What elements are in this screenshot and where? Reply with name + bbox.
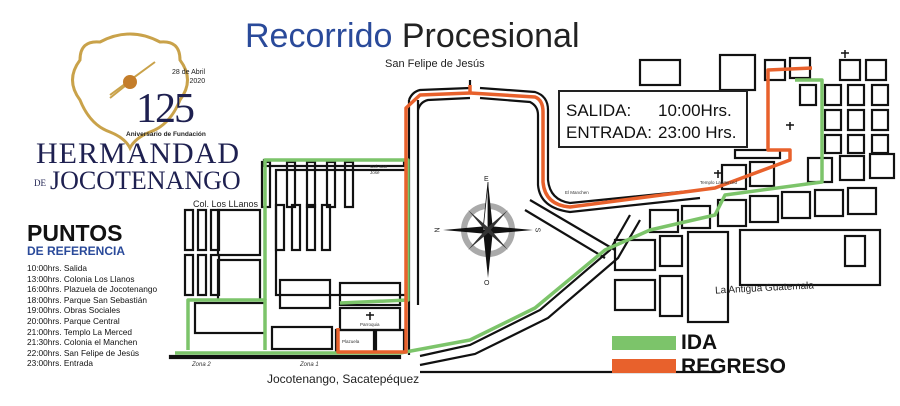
salida-time: 10:00Hrs. — [658, 101, 732, 120]
logo-number: 125 — [136, 86, 195, 132]
schedule-box: SALIDA: 10:00Hrs. ENTRADA: 23:00 Hrs. — [558, 90, 748, 148]
puntos-heading: PUNTOS — [27, 220, 123, 246]
label-el-manchen: El Manchen — [565, 190, 589, 195]
list-item: 16:00hrs. Plazuela de Jocotenango — [27, 284, 158, 295]
list-item: 22:00hrs. San Felipe de Jesús — [27, 347, 140, 358]
east-grid — [613, 53, 896, 324]
entrada-label: ENTRADA: — [566, 123, 652, 142]
church-icons — [366, 50, 849, 320]
list-item: 23:00hrs. Entrada — [27, 358, 93, 369]
compass-e: S — [533, 227, 541, 233]
route-ida — [175, 78, 824, 355]
list-item: 21:30hrs. Colonia el Manchen — [27, 337, 138, 348]
label-san-felipe: San Felipe de Jesús — [385, 58, 485, 70]
logo-de: DE — [34, 178, 46, 188]
list-item: 21:00hrs. Templo La Merced — [27, 326, 132, 337]
logo-name-1: HERMANDAD — [36, 137, 240, 170]
list-item: 19:00hrs. Obras Sociales — [27, 305, 121, 316]
title-part2: Procesional — [401, 17, 580, 55]
legend-ida-swatch — [612, 336, 676, 350]
title-part1: Recorrido — [245, 17, 393, 55]
compass-w: N — [434, 227, 442, 233]
salida-label: SALIDA: — [566, 101, 632, 120]
streets — [168, 53, 896, 374]
label-town: Jocotenango, Sacatepéquez — [267, 372, 420, 386]
legend-regreso-label: REGRESO — [681, 355, 787, 378]
hermandad-logo: 28 de Abril 2020 125 Aniversario de Funda… — [30, 20, 241, 195]
label-zona1: Zona 1 — [300, 362, 319, 368]
logo-anniversary: Aniversario de Fundación — [126, 131, 206, 138]
legend-ida-label: IDA — [681, 331, 718, 354]
logo-date-2: 2020 — [189, 78, 206, 85]
legend-regreso-swatch — [612, 359, 676, 373]
logo-name-2: JOCOTENANGO — [50, 166, 241, 195]
label-parroquia: Parroquia — [360, 322, 380, 327]
label-san-jose: Col. San José — [370, 164, 388, 175]
compass-s: O — [484, 280, 490, 287]
list-item: 20:00hrs. Parque Central — [27, 315, 120, 326]
label-los-llanos: Col. Los LLanos — [193, 199, 259, 209]
page-title: Recorrido Procesional — [245, 18, 580, 54]
list-item: 18:00hrs. Parque San Sebastián — [27, 294, 147, 305]
puntos-subheading: DE REFERENCIA — [27, 244, 126, 258]
list-item: 10:00hrs. Salida — [27, 263, 87, 273]
compass-rose-icon — [443, 181, 533, 278]
entrada-time: 23:00 Hrs. — [658, 123, 737, 142]
route-regreso — [336, 66, 813, 354]
logo-date-1: 28 de Abril — [172, 69, 206, 76]
reference-points: PUNTOS DE REFERENCIA 10:00hrs. Salida 13… — [27, 222, 157, 369]
compass-n: E — [484, 176, 489, 183]
clock-shield-icon — [71, 32, 189, 152]
label-zona2: Zona 2 — [192, 362, 211, 368]
label-templo: Templo La Merced — [700, 180, 738, 185]
list-item: 13:00hrs. Colonia Los Llanos — [27, 273, 135, 284]
label-plazuela: Plazuela — [342, 339, 360, 344]
